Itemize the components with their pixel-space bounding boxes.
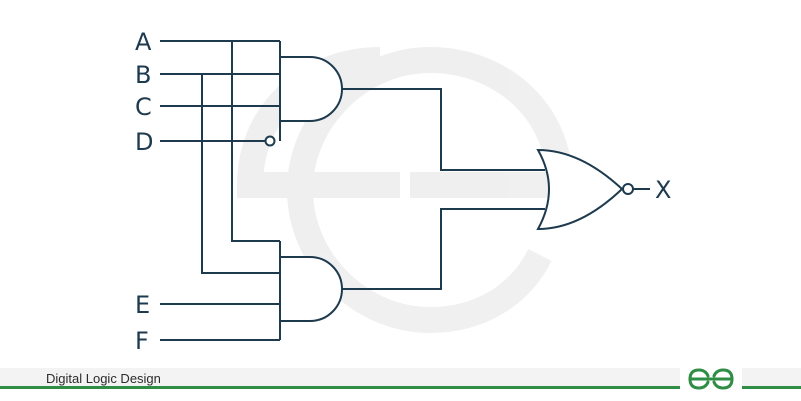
footer-bar: Digital Logic Design xyxy=(0,366,801,401)
footer-band xyxy=(0,368,801,389)
logic-circuit: A B C D E F X xyxy=(135,28,671,355)
label-c: C xyxy=(135,93,152,121)
top-and-gate xyxy=(279,56,343,122)
nor-gate xyxy=(536,148,624,231)
label-a: A xyxy=(135,28,152,56)
footer-caption: Digital Logic Design xyxy=(46,371,161,386)
label-x: X xyxy=(655,176,671,204)
nor-output-bubble xyxy=(622,183,634,195)
input-d-inverter-bubble xyxy=(264,135,276,147)
label-f: F xyxy=(135,327,149,355)
geeksforgeeks-logo-icon xyxy=(688,368,734,390)
footer-accent-line xyxy=(0,386,801,389)
logo-container xyxy=(680,366,742,392)
wire-a-branch xyxy=(231,41,280,242)
wire-b-branch xyxy=(201,74,280,274)
wire-bottom-and-output xyxy=(342,208,545,290)
label-e: E xyxy=(135,291,150,319)
label-b: B xyxy=(135,61,151,89)
label-d: D xyxy=(135,128,153,156)
bottom-and-gate xyxy=(279,256,343,322)
wire-top-and-output xyxy=(342,88,545,171)
